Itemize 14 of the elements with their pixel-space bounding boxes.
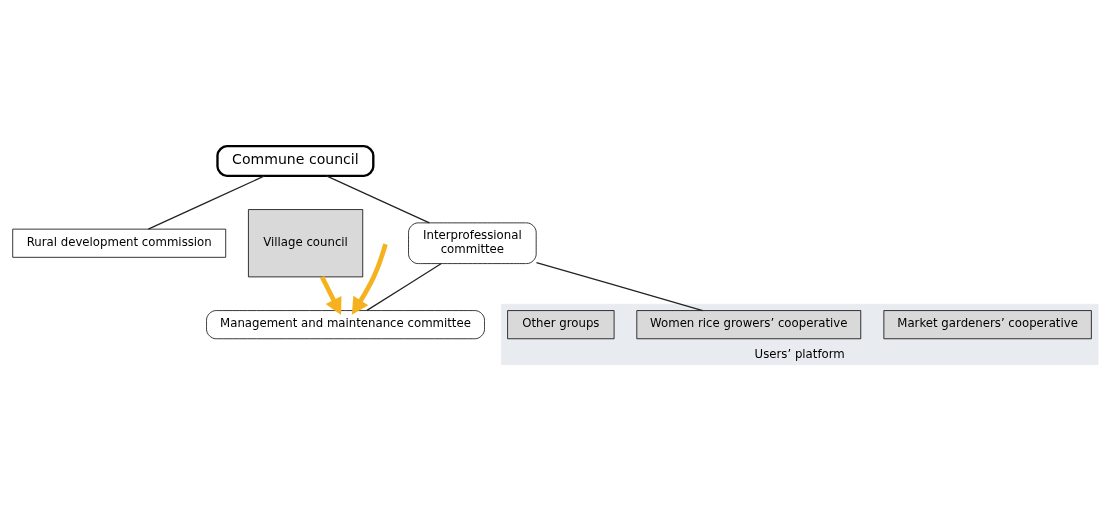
node-box: Village council — [248, 209, 364, 278]
node-box: Interprofessional committee — [408, 222, 537, 264]
connector — [366, 263, 442, 311]
connector — [147, 175, 266, 230]
node-box: Rural development commission — [12, 228, 227, 258]
connector — [325, 175, 431, 224]
node-box: Women rice growers’ cooperative — [636, 310, 862, 340]
node-box: Market gardeners’ cooperative — [883, 310, 1092, 340]
node-box: Commune council — [216, 144, 375, 178]
connector — [535, 261, 704, 312]
arrow — [319, 275, 342, 316]
node-box: Management and maintenance committee — [206, 310, 485, 340]
arrow — [351, 243, 388, 315]
node-box: Other groups — [507, 310, 615, 340]
